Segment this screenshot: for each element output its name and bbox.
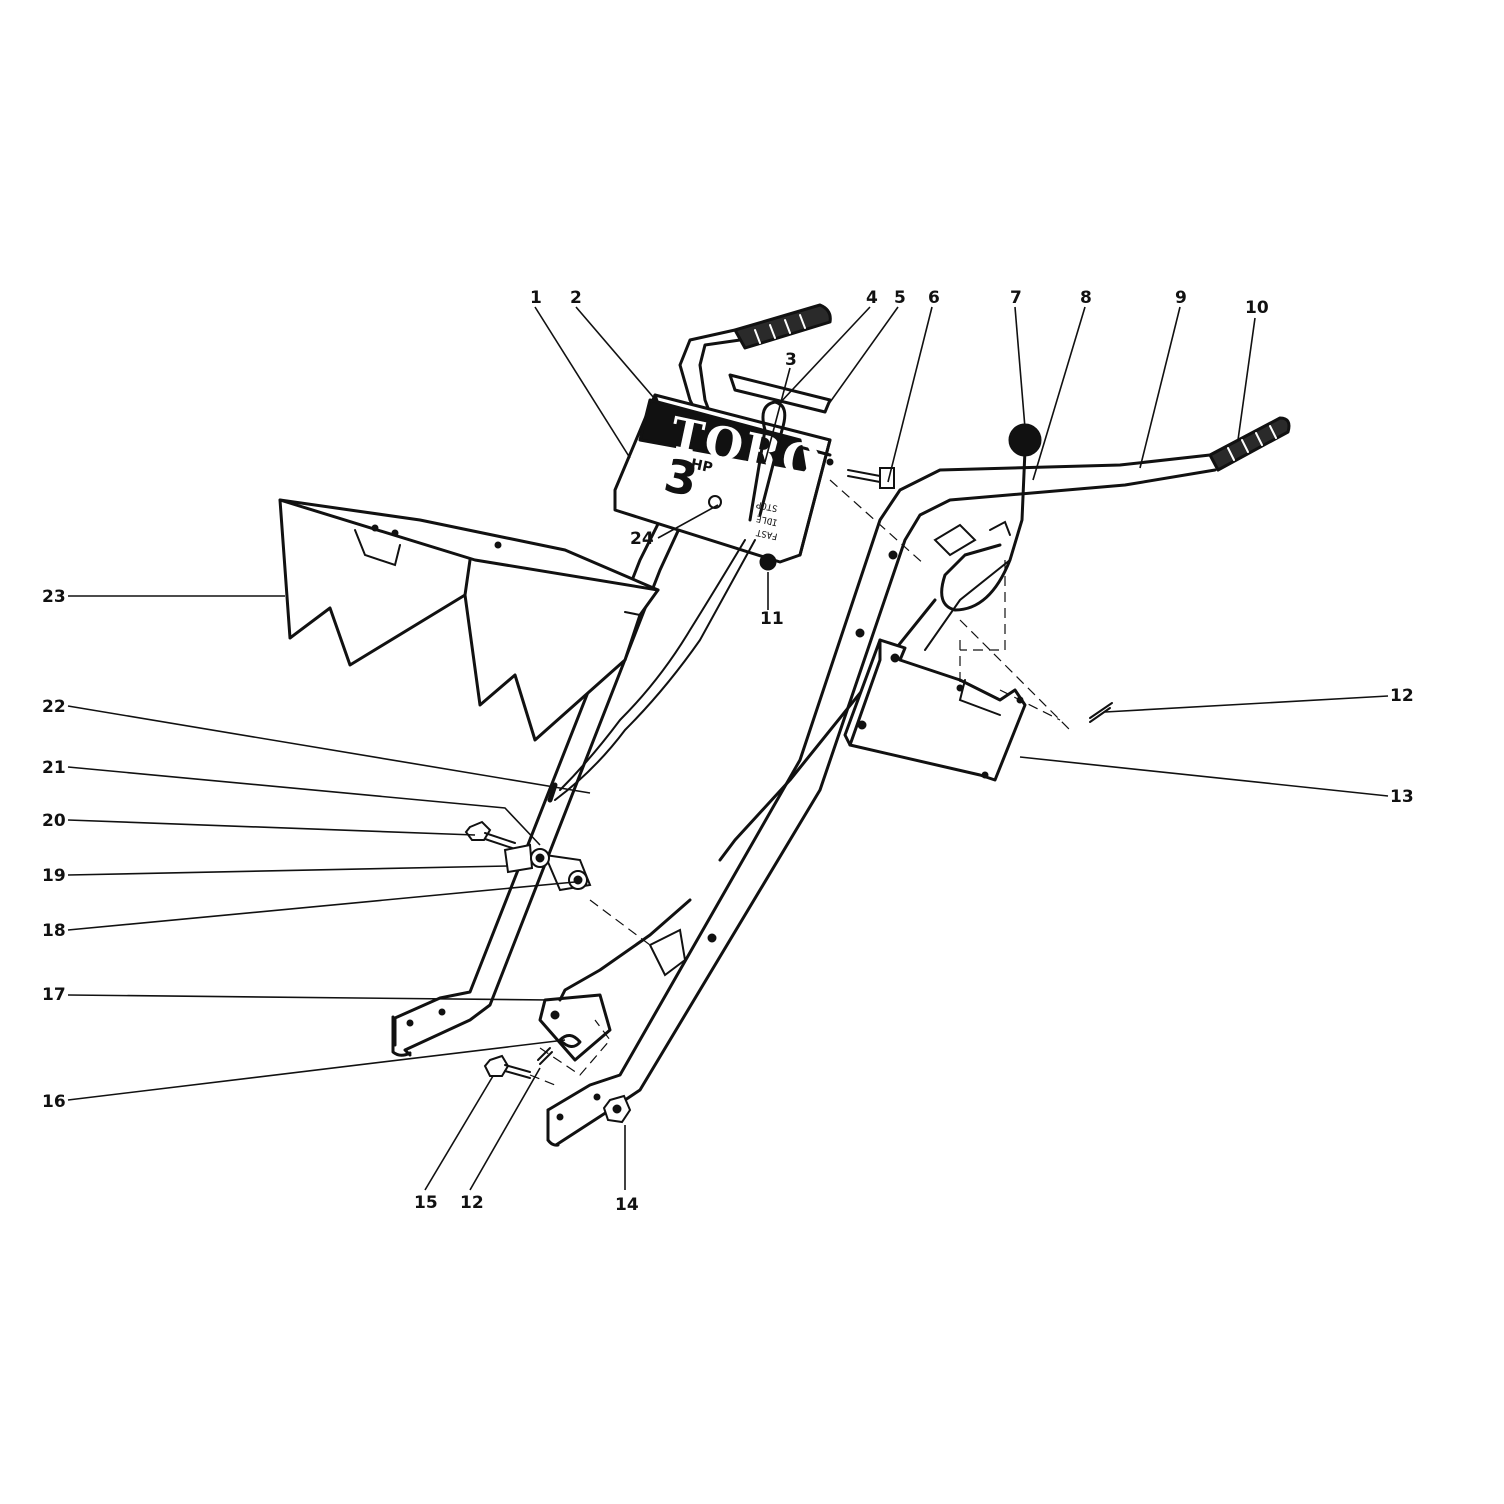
callout-8: 8 xyxy=(1080,288,1092,308)
panel-speed-fast: FAST xyxy=(755,526,779,540)
cotter-pin-lower xyxy=(537,1047,553,1065)
callout-21: 21 xyxy=(42,758,66,778)
nut-18 xyxy=(568,870,588,890)
lower-link-plate xyxy=(538,993,612,1062)
control-panel: TORO 3 HP STOP IDLE FAST xyxy=(613,393,834,564)
callout-16: 16 xyxy=(42,1092,66,1112)
cotter-pin-top xyxy=(989,520,1011,536)
cotter-pin-upper xyxy=(1089,702,1113,723)
right-handle-grip xyxy=(1208,416,1291,472)
callout-20: 20 xyxy=(42,811,66,831)
nut-14 xyxy=(602,1094,632,1124)
callout-labels: 1 2 3 4 5 6 7 8 9 10 11 12 13 14 15 12 1… xyxy=(42,288,1414,1215)
callout-12-upper: 12 xyxy=(1390,686,1414,706)
callout-2: 2 xyxy=(570,288,582,308)
callout-10: 10 xyxy=(1245,298,1269,318)
right-handle-tube xyxy=(546,453,1217,1147)
spacer-19 xyxy=(503,843,534,874)
callout-9: 9 xyxy=(1175,288,1187,308)
callout-24: 24 xyxy=(630,529,654,549)
callout-22: 22 xyxy=(42,697,66,717)
leader-lines xyxy=(67,306,1389,1191)
bolt-15 xyxy=(483,1054,531,1079)
callout-18: 18 xyxy=(42,921,66,941)
callout-4: 4 xyxy=(866,288,878,308)
callout-13: 13 xyxy=(1390,787,1414,807)
callout-3: 3 xyxy=(785,350,797,370)
callout-5: 5 xyxy=(894,288,906,308)
pivot-bracket xyxy=(543,853,687,977)
shield-guard xyxy=(278,498,660,742)
link-rod xyxy=(558,898,692,1002)
nut-21 xyxy=(530,848,550,868)
panel-speed-idle: IDLE xyxy=(755,513,778,527)
panel-hp-unit: HP xyxy=(689,456,714,476)
callout-7: 7 xyxy=(1010,288,1022,308)
left-handle-grip xyxy=(733,303,832,350)
panel-nut xyxy=(759,553,777,571)
callout-14: 14 xyxy=(615,1195,639,1215)
callout-1: 1 xyxy=(530,288,542,308)
callout-19: 19 xyxy=(42,866,66,886)
callout-12-lower: 12 xyxy=(460,1193,484,1213)
callout-23: 23 xyxy=(42,587,66,607)
mounting-bracket xyxy=(843,638,1027,782)
callout-6: 6 xyxy=(928,288,940,308)
callout-11: 11 xyxy=(760,609,784,629)
throttle-lever xyxy=(728,373,832,522)
panel-screw xyxy=(847,467,895,489)
callout-15: 15 xyxy=(414,1193,438,1213)
callout-17: 17 xyxy=(42,985,66,1005)
shift-rod xyxy=(924,448,1027,651)
shift-knob xyxy=(1008,423,1042,457)
